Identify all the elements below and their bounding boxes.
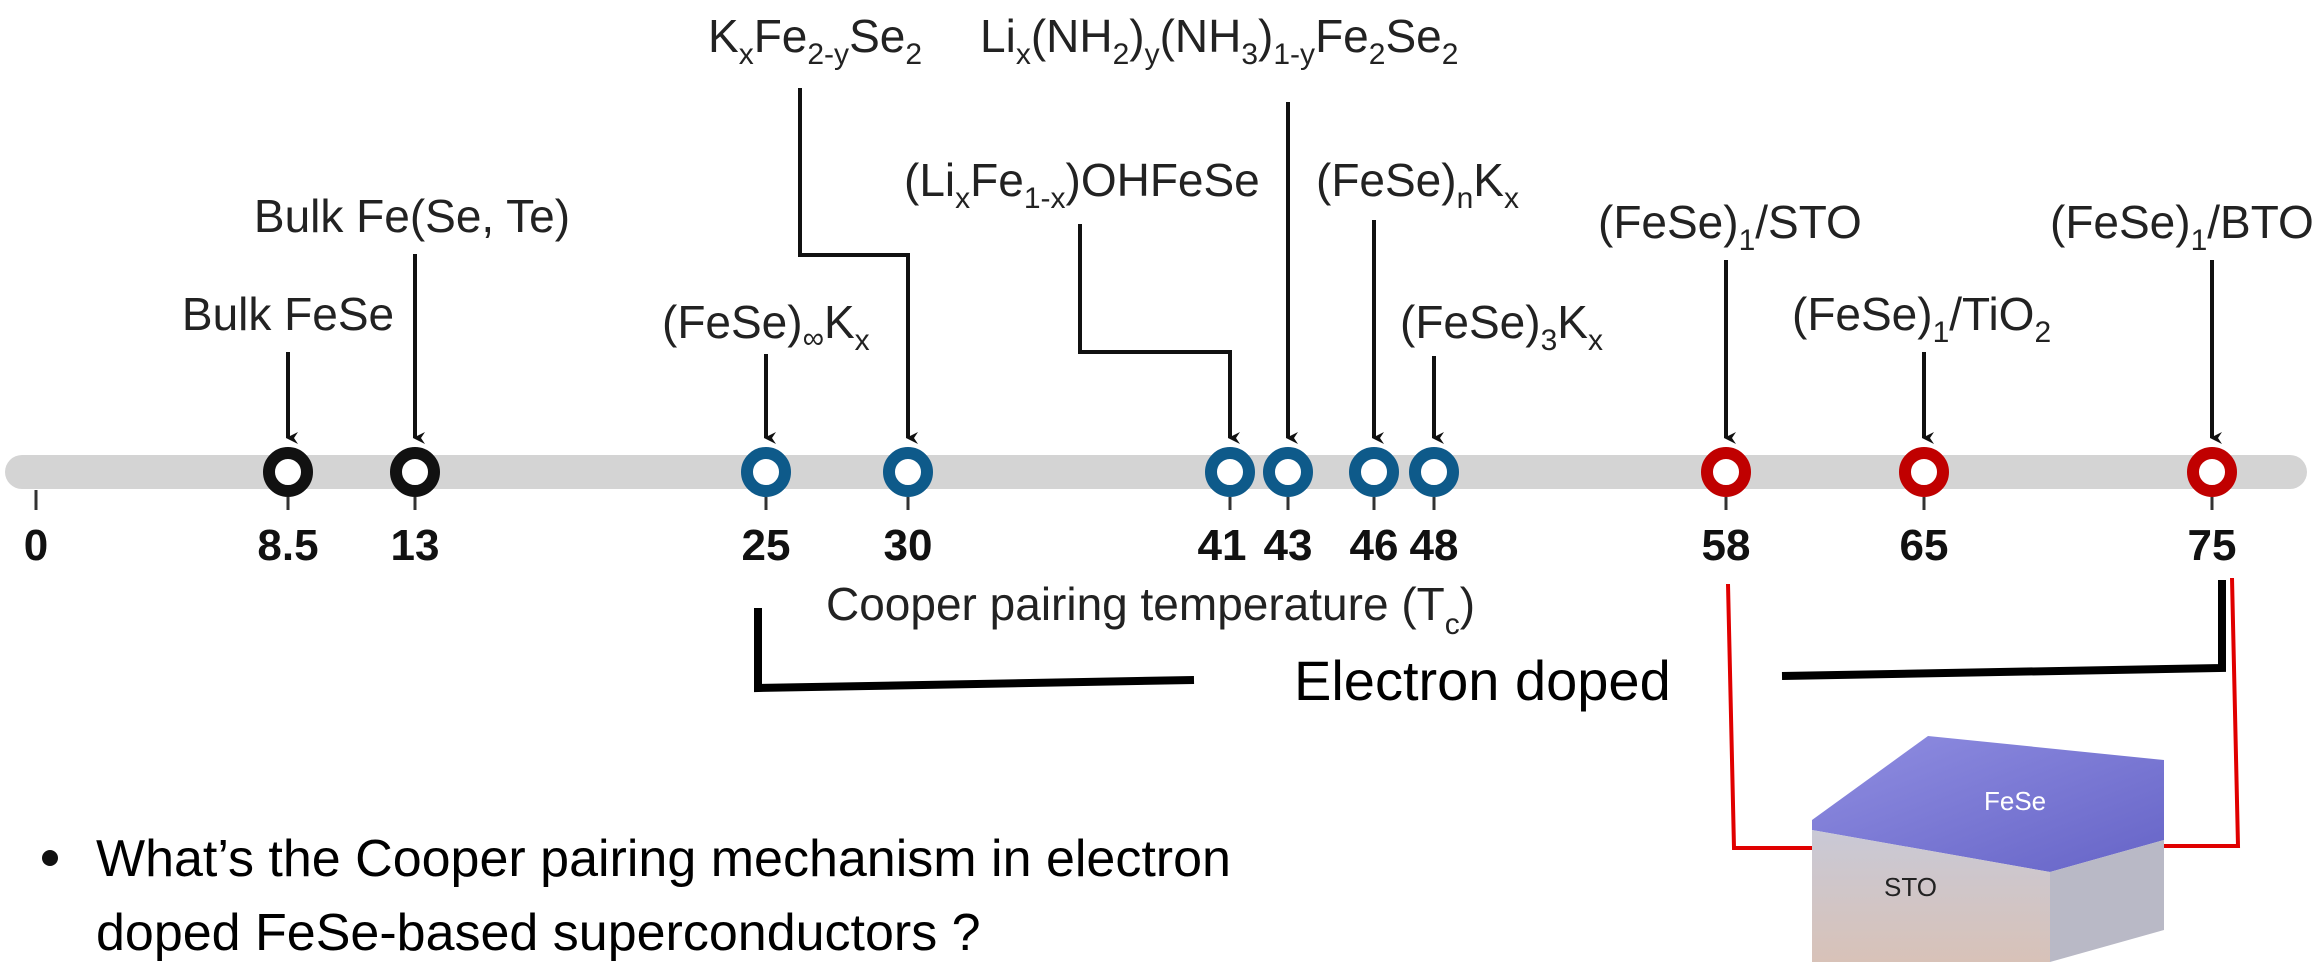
tc-label-25: 25 [742,521,791,570]
tc-marker-43 [1263,447,1313,497]
tc-marker-41 [1205,447,1255,497]
label-lioh-fese: (LixFe1-x)OHFeSe [904,154,1260,215]
label-kxfe2yse2: KxFe2-ySe2 [708,10,922,71]
label-fese1-bto: (FeSe)1/BTO [2050,196,2314,257]
tc-label-13: 13 [391,521,440,570]
arrow-lioh-fese [1078,224,1240,444]
label-li-nh3-fese: Lix(NH2)y(NH3)1-yFe2Se2 [980,10,1458,71]
bullet-dot [42,850,58,866]
question-line-1: What’s the Cooper pairing mechanism in e… [96,830,1231,888]
tc-marker-46 [1349,447,1399,497]
label-fese1-tio2: (FeSe)1/TiO2 [1792,288,2051,349]
arrow-kxfe2yse2 [798,88,918,444]
schematic-side-face [2050,840,2164,962]
tc-label-8.5: 8.5 [257,521,318,570]
axis-zero-label: 0 [24,521,48,570]
tc-label-75: 75 [2188,521,2237,570]
schematic-bracket-right [2164,577,2241,848]
tc-label-46: 46 [1350,521,1399,570]
schematic-sto-label: STO [1884,872,1937,902]
schematic-front-face [1812,830,2050,962]
label-fese-3-kx: (FeSe)3Kx [1400,296,1603,357]
tc-marker-13 [390,447,440,497]
label-fese-n-kx: (FeSe)nKx [1316,154,1519,215]
tc-label-58: 58 [1702,521,1751,570]
label-fese-inf-kx: (FeSe)∞Kx [662,296,870,357]
tc-marker-25 [741,447,791,497]
tc-label-43: 43 [1264,521,1313,570]
label-fese1-sto: (FeSe)1/STO [1598,196,1862,257]
tc-label-30: 30 [884,521,933,570]
tc-label-65: 65 [1900,521,1949,570]
question-line-2: doped FeSe-based superconductors ? [96,904,981,962]
tc-marker-48 [1409,447,1459,497]
electron-doped-bracket-right [1781,580,2226,680]
label-bulk-fesete: Bulk Fe(Se, Te) [254,190,570,242]
schematic-fese-label: FeSe [1984,786,2046,816]
label-bulk-fese: Bulk FeSe [182,288,394,340]
tc-label-48: 48 [1410,521,1459,570]
schematic-top-face [1812,736,2164,872]
tc-marker-30 [883,447,933,497]
schematic-bracket-left [1726,583,1812,850]
electron-doped-bracket-left [754,608,1195,693]
electron-doped-label: Electron doped [1294,649,1671,712]
tc-marker-58 [1701,447,1751,497]
tc-marker-75 [2187,447,2237,497]
tc-marker-8.5 [263,447,313,497]
axis-title: Cooper pairing temperature (Tc) [826,578,1475,641]
tc-label-41: 41 [1198,521,1247,570]
tc-marker-65 [1899,447,1949,497]
fese-sto-schematic: FeSe STO [1812,736,2164,962]
